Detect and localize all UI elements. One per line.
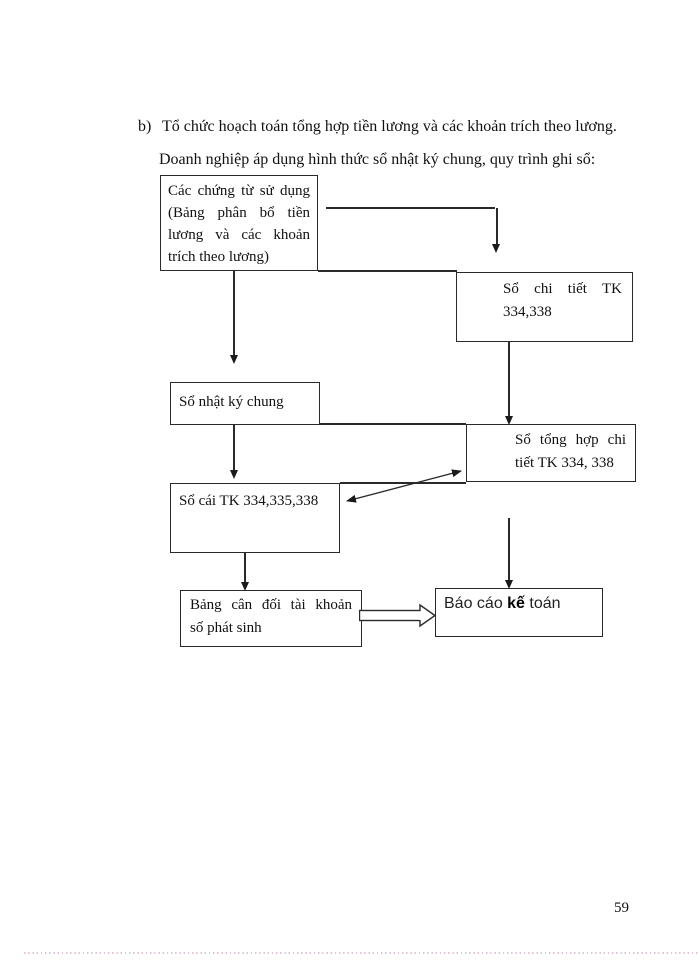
connector-summary-to-report <box>508 518 510 581</box>
box-text-line: Báo cáo kế toán <box>444 593 602 615</box>
box-text-line: Bảng cân đối tài khoản <box>190 597 352 613</box>
flowchart-box-source-documents: Các chứng từ sử dụng (Bảng phân bổ tiền … <box>160 175 318 271</box>
box-text-line: 334,338 <box>503 304 552 320</box>
box-text-line: số phát sinh <box>190 620 262 636</box>
connector-detail-to-summary <box>508 342 510 416</box>
flowchart-box-detail-ledger: Sổ chi tiết TK 334,338 <box>456 272 633 342</box>
arrowhead-down-icon <box>504 580 513 589</box>
connector-source-to-journal <box>233 271 235 355</box>
box-text-line: Các chứng từ sử dụng <box>168 183 310 199</box>
box-text-line: Sổ nhật ký chung <box>179 394 284 410</box>
box-text-line: Sổ cái TK 334,335,338 <box>179 493 319 509</box>
page-number: 59 <box>614 900 629 916</box>
flowchart-box-summary-detail-ledger: Sổ tổng hợp chi tiết TK 334, 338 <box>466 424 636 482</box>
block-arrow-right-icon <box>359 603 437 628</box>
box-text-line: Sổ chi tiết TK <box>503 281 622 297</box>
heading-line-1: b) Tổ chức hoạch toán tổng hợp tiền lương… <box>138 110 638 143</box>
box-text-line: trích theo lương) <box>168 249 270 265</box>
arrowhead-down-icon <box>492 244 500 253</box>
box-text-line: (Bảng phân bổ tiền <box>168 205 310 221</box>
footer-dotted-divider <box>24 952 700 954</box>
box-text-line: lương và các khoản <box>168 227 310 243</box>
box-text-part-bold: kế <box>507 595 525 612</box>
flowchart-box-general-journal: Sổ nhật ký chung <box>170 382 320 425</box>
heading-line-2: Doanh nghiệp áp dụng hình thức sổ nhật k… <box>159 151 596 168</box>
connector-ledger-to-balance <box>244 553 246 582</box>
section-heading: b) Tổ chức hoạch toán tổng hợp tiền lương… <box>138 110 638 176</box>
box-text-part: Báo cáo <box>444 595 508 612</box>
flowchart-box-general-ledger: Sổ cái TK 334,335,338 <box>170 483 340 553</box>
box-text-line: tiết TK 334, 338 <box>515 455 614 471</box>
connector-source-to-detail-vertical <box>496 208 498 244</box>
box-text-part: toán <box>524 595 561 612</box>
box-text-line: Sổ tổng hợp chi <box>515 432 626 448</box>
double-arrow-ledger-summary-icon <box>346 469 462 503</box>
flowchart-box-financial-report: Báo cáo kế toán <box>435 588 603 637</box>
connector-source-bottom-extension <box>318 270 457 272</box>
arrowhead-down-icon <box>240 582 249 591</box>
connector-journal-to-ledger <box>233 425 235 470</box>
list-marker: b) <box>138 118 152 135</box>
heading-line-1-text: Tổ chức hoạch toán tổng hợp tiền lương v… <box>162 118 617 135</box>
arrowhead-down-icon <box>229 355 238 364</box>
flowchart-box-trial-balance: Bảng cân đối tài khoản số phát sinh <box>180 590 362 647</box>
connector-source-to-detail-horizontal <box>326 207 495 209</box>
arrowhead-down-icon <box>229 470 238 479</box>
connector-journal-to-summary-horizontal <box>320 423 466 425</box>
arrowhead-down-icon <box>504 416 513 425</box>
